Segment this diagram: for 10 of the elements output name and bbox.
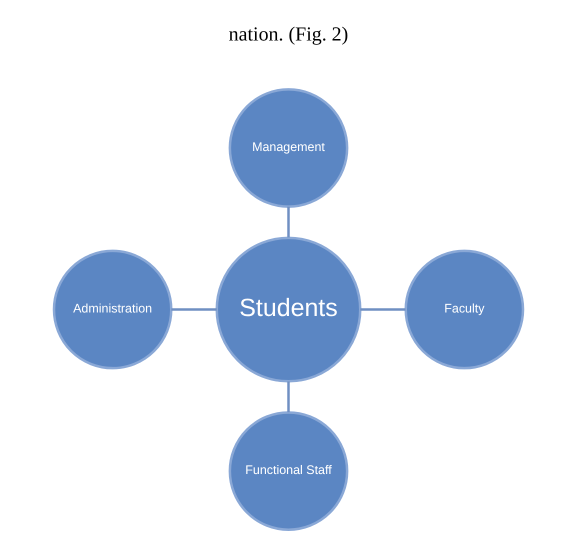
connector [360,308,405,311]
node-circle: Functional Staff [228,411,348,531]
connector [286,206,290,238]
node-circle: Students [215,236,361,383]
node-circle: Administration [52,250,172,370]
label: nation. (Fig. 2) [228,23,348,46]
node-circle: Faculty [404,250,524,370]
connector [286,381,290,412]
connector [170,308,216,311]
node-circle: Management [228,88,348,208]
